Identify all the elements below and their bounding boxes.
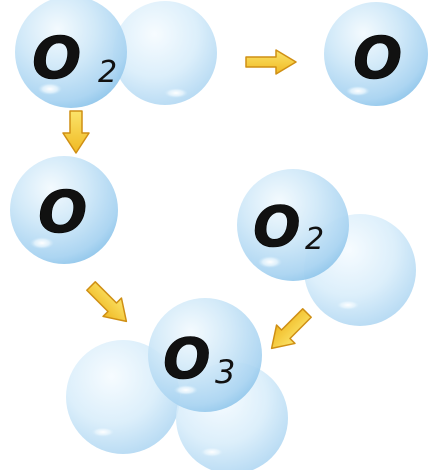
sphere-shine (336, 300, 360, 310)
molecule-o3-bottom: O 3 (66, 298, 288, 470)
molecule-subscript: 2 (98, 55, 117, 90)
molecule-symbol: O (163, 327, 211, 392)
oxygen-atom-sphere (113, 1, 217, 105)
sphere-shine (200, 447, 224, 457)
sphere-shine (164, 88, 188, 98)
molecule-symbol: O (253, 195, 301, 260)
molecule-symbol: O (353, 24, 402, 92)
molecule-subscript: 3 (215, 353, 235, 391)
molecule-symbol: O (32, 24, 81, 92)
arrow-down-icon (63, 111, 89, 153)
arrow-down-left-icon (262, 304, 316, 358)
sphere-shine (91, 427, 115, 437)
molecule-symbol: O (38, 178, 87, 246)
molecule-o2-middle-right: O 2 (237, 169, 416, 326)
molecule-o-top-right: O (324, 2, 428, 106)
arrow-down-right-icon (82, 277, 136, 331)
molecule-o2-top: O 2 (15, 0, 217, 108)
molecule-o-middle-left: O (10, 156, 118, 264)
molecule-subscript: 2 (305, 222, 324, 257)
arrow-right-icon (246, 50, 296, 74)
